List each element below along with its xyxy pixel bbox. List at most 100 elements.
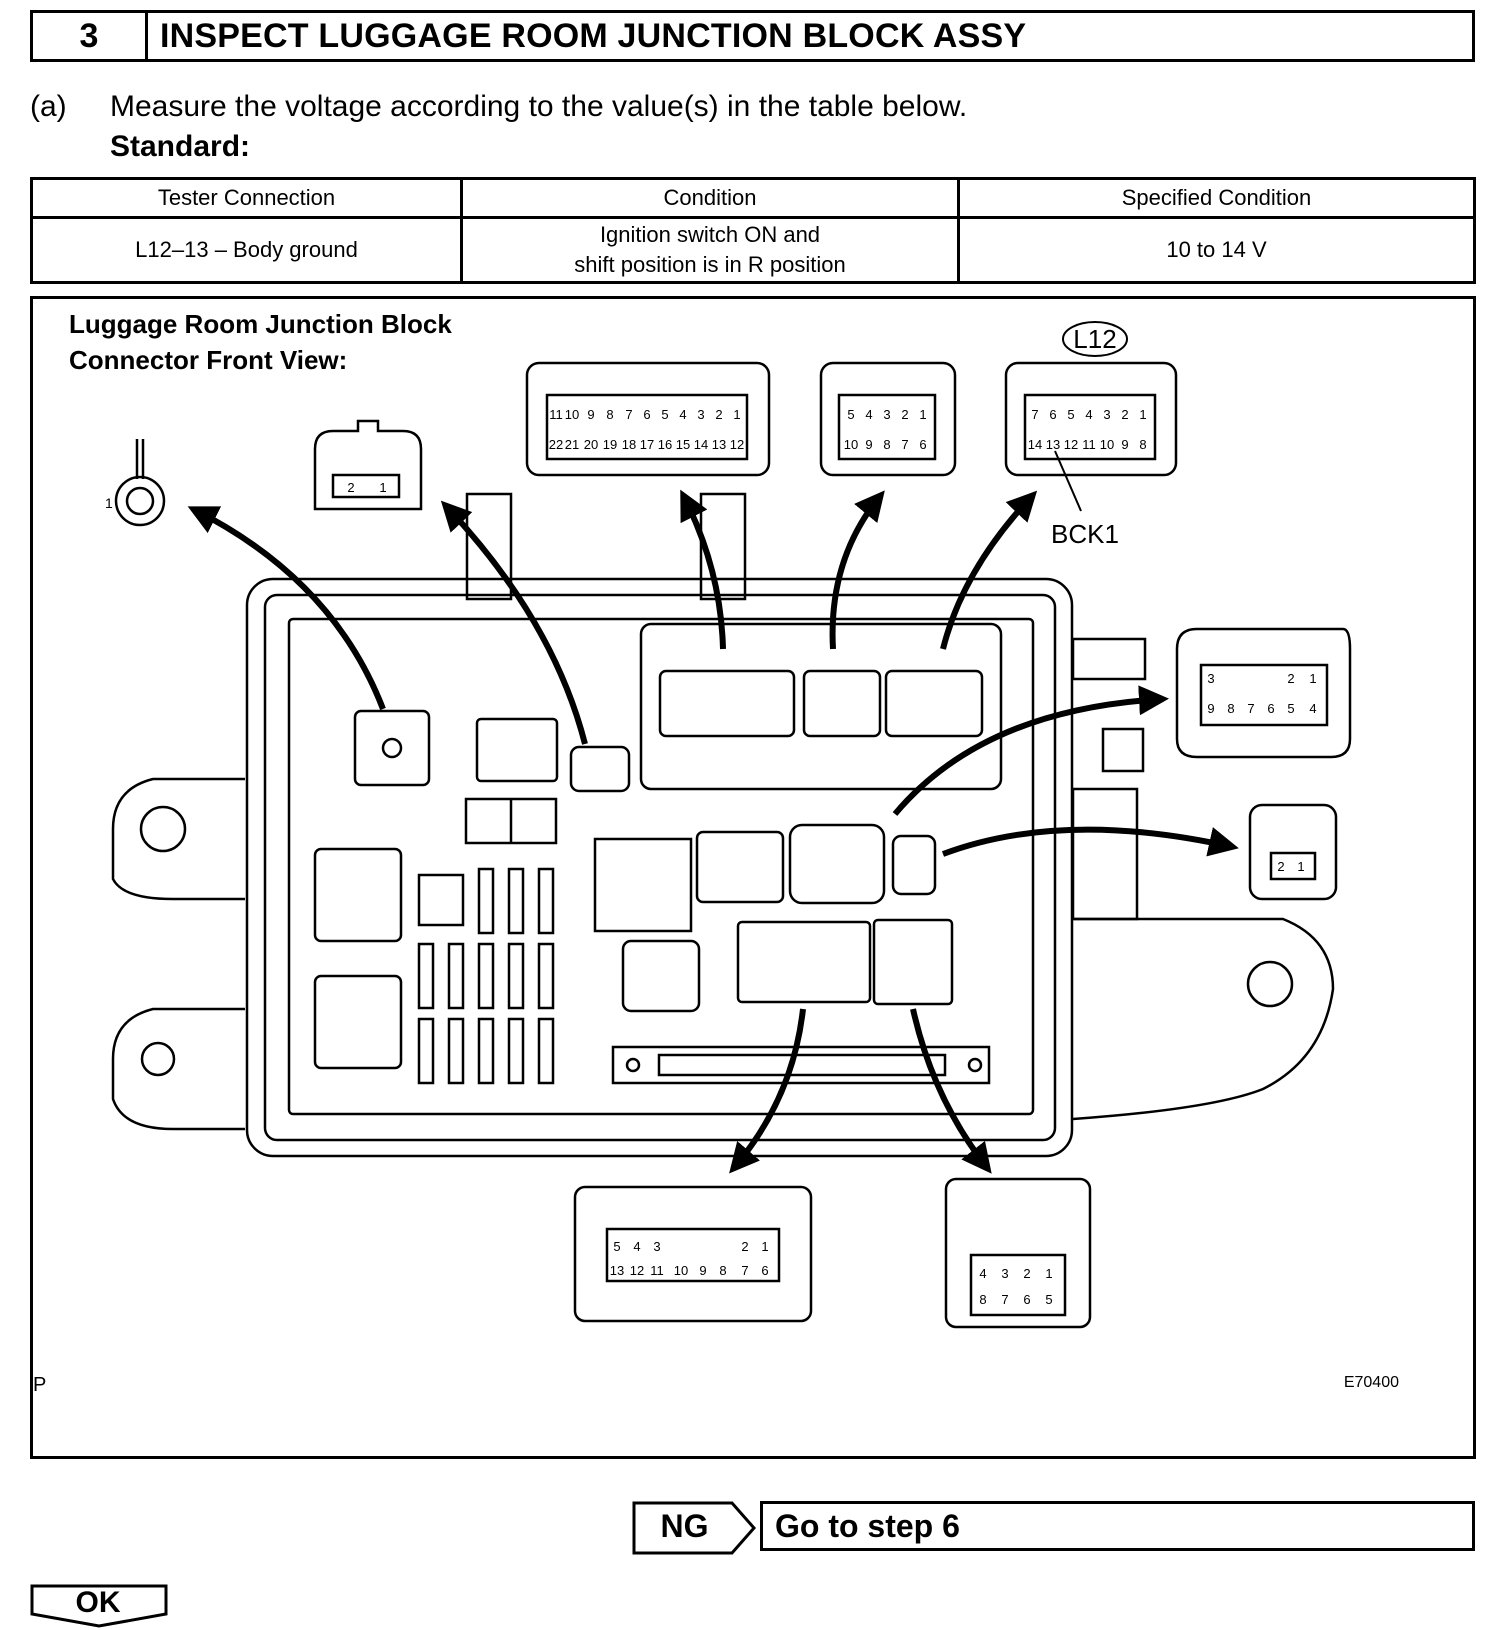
svg-text:18: 18 [622, 437, 636, 452]
svg-text:3: 3 [697, 407, 704, 422]
instruction-letter: (a) [30, 90, 67, 123]
svg-text:13: 13 [712, 437, 726, 452]
svg-text:9: 9 [587, 407, 594, 422]
svg-text:1: 1 [1139, 407, 1146, 422]
junction-block-diagram: Luggage Room Junction Block Connector Fr… [33, 309, 1399, 1396]
svg-text:5: 5 [847, 407, 854, 422]
ok-arrow-box [30, 1584, 168, 1628]
svg-text:7: 7 [901, 437, 908, 452]
svg-text:1: 1 [1297, 859, 1304, 874]
connector-outlines [313, 361, 1352, 1329]
svg-text:7: 7 [625, 407, 632, 422]
svg-text:5: 5 [661, 407, 668, 422]
svg-text:2: 2 [1277, 859, 1284, 874]
svg-text:8: 8 [1139, 437, 1146, 452]
svg-text:4: 4 [633, 1239, 640, 1254]
svg-text:4: 4 [865, 407, 872, 422]
svg-text:8: 8 [719, 1263, 726, 1278]
svg-text:3: 3 [1001, 1266, 1008, 1281]
svg-text:2: 2 [901, 407, 908, 422]
step-title: INSPECT LUGGAGE ROOM JUNCTION BLOCK ASSY [160, 16, 1027, 55]
svg-text:6: 6 [643, 407, 650, 422]
svg-text:13: 13 [1046, 437, 1060, 452]
svg-text:3: 3 [1207, 671, 1214, 686]
svg-text:7: 7 [1031, 407, 1038, 422]
svg-text:12: 12 [730, 437, 744, 452]
header-tester-connection: Tester Connection [30, 177, 463, 219]
svg-text:8: 8 [883, 437, 890, 452]
svg-text:4: 4 [1309, 701, 1316, 716]
svg-text:2: 2 [741, 1239, 748, 1254]
bck1-leader-line [1054, 450, 1082, 512]
svg-text:8: 8 [979, 1292, 986, 1307]
svg-text:1: 1 [1045, 1266, 1052, 1281]
svg-text:2: 2 [1121, 407, 1128, 422]
svg-text:11: 11 [650, 1263, 664, 1278]
svg-text:7: 7 [1001, 1292, 1008, 1307]
corner-letter: P [33, 1374, 46, 1396]
svg-text:10: 10 [674, 1263, 688, 1278]
svg-text:14: 14 [1028, 437, 1042, 452]
svg-text:2: 2 [347, 480, 354, 495]
svg-text:17: 17 [640, 437, 654, 452]
ng-label: NG [660, 1507, 709, 1544]
svg-text:7: 7 [741, 1263, 748, 1278]
svg-text:3: 3 [883, 407, 890, 422]
svg-text:6: 6 [1049, 407, 1056, 422]
svg-text:10: 10 [565, 407, 579, 422]
svg-text:13: 13 [610, 1263, 624, 1278]
ok-label[interactable]: OK [75, 1586, 121, 1619]
connector-id-label: L12 [1073, 324, 1116, 354]
cell-specified: 10 to 14 V [957, 216, 1476, 284]
connector-figure: Luggage Room Junction Block Connector Fr… [30, 296, 1476, 1459]
svg-text:2: 2 [715, 407, 722, 422]
svg-text:20: 20 [584, 437, 598, 452]
header-condition: Condition [460, 177, 960, 219]
svg-text:3: 3 [1103, 407, 1110, 422]
svg-text:12: 12 [1064, 437, 1078, 452]
figure-code: E70400 [1344, 1374, 1399, 1391]
svg-text:1: 1 [733, 407, 740, 422]
svg-text:1: 1 [919, 407, 926, 422]
svg-text:4: 4 [679, 407, 686, 422]
condition-line-2: shift position is in R position [574, 252, 846, 277]
figure-title-line-1: Luggage Room Junction Block [69, 309, 452, 339]
pointer-arrows [187, 489, 1239, 1174]
instruction-text: Measure the voltage according to the val… [110, 90, 968, 123]
svg-text:9: 9 [699, 1263, 706, 1278]
ground-terminal-label: 1 [105, 495, 113, 511]
go-to-step-link[interactable]: Go to step 6 [760, 1501, 1475, 1551]
svg-text:21: 21 [565, 437, 579, 452]
junction-block-body [111, 492, 1335, 1158]
ng-arrow-box [632, 1501, 756, 1555]
svg-text:2: 2 [1287, 671, 1294, 686]
cell-condition: Ignition switch ON and shift position is… [460, 216, 960, 284]
svg-text:6: 6 [1267, 701, 1274, 716]
svg-text:3: 3 [653, 1239, 660, 1254]
svg-text:6: 6 [1023, 1292, 1030, 1307]
figure-title-line-2: Connector Front View: [69, 345, 347, 375]
step-number: 3 [33, 13, 148, 59]
svg-text:5: 5 [613, 1239, 620, 1254]
svg-text:4: 4 [1085, 407, 1092, 422]
svg-text:6: 6 [761, 1263, 768, 1278]
step-header: 3 INSPECT LUGGAGE ROOM JUNCTION BLOCK AS… [30, 10, 1475, 62]
svg-text:10: 10 [1100, 437, 1114, 452]
svg-text:11: 11 [1082, 437, 1096, 452]
svg-text:11: 11 [549, 407, 563, 422]
svg-text:16: 16 [658, 437, 672, 452]
svg-text:14: 14 [694, 437, 708, 452]
svg-text:9: 9 [865, 437, 872, 452]
svg-text:7: 7 [1247, 701, 1254, 716]
l12-ellipse [1062, 321, 1128, 357]
ground-terminal [114, 439, 166, 527]
svg-text:2: 2 [1023, 1266, 1030, 1281]
header-specified-condition: Specified Condition [957, 177, 1476, 219]
svg-text:19: 19 [603, 437, 617, 452]
svg-text:5: 5 [1045, 1292, 1052, 1307]
cell-connection: L12–13 – Body ground [30, 216, 463, 284]
svg-text:4: 4 [979, 1266, 986, 1281]
svg-text:1: 1 [379, 480, 386, 495]
condition-line-1: Ignition switch ON and [599, 222, 821, 247]
